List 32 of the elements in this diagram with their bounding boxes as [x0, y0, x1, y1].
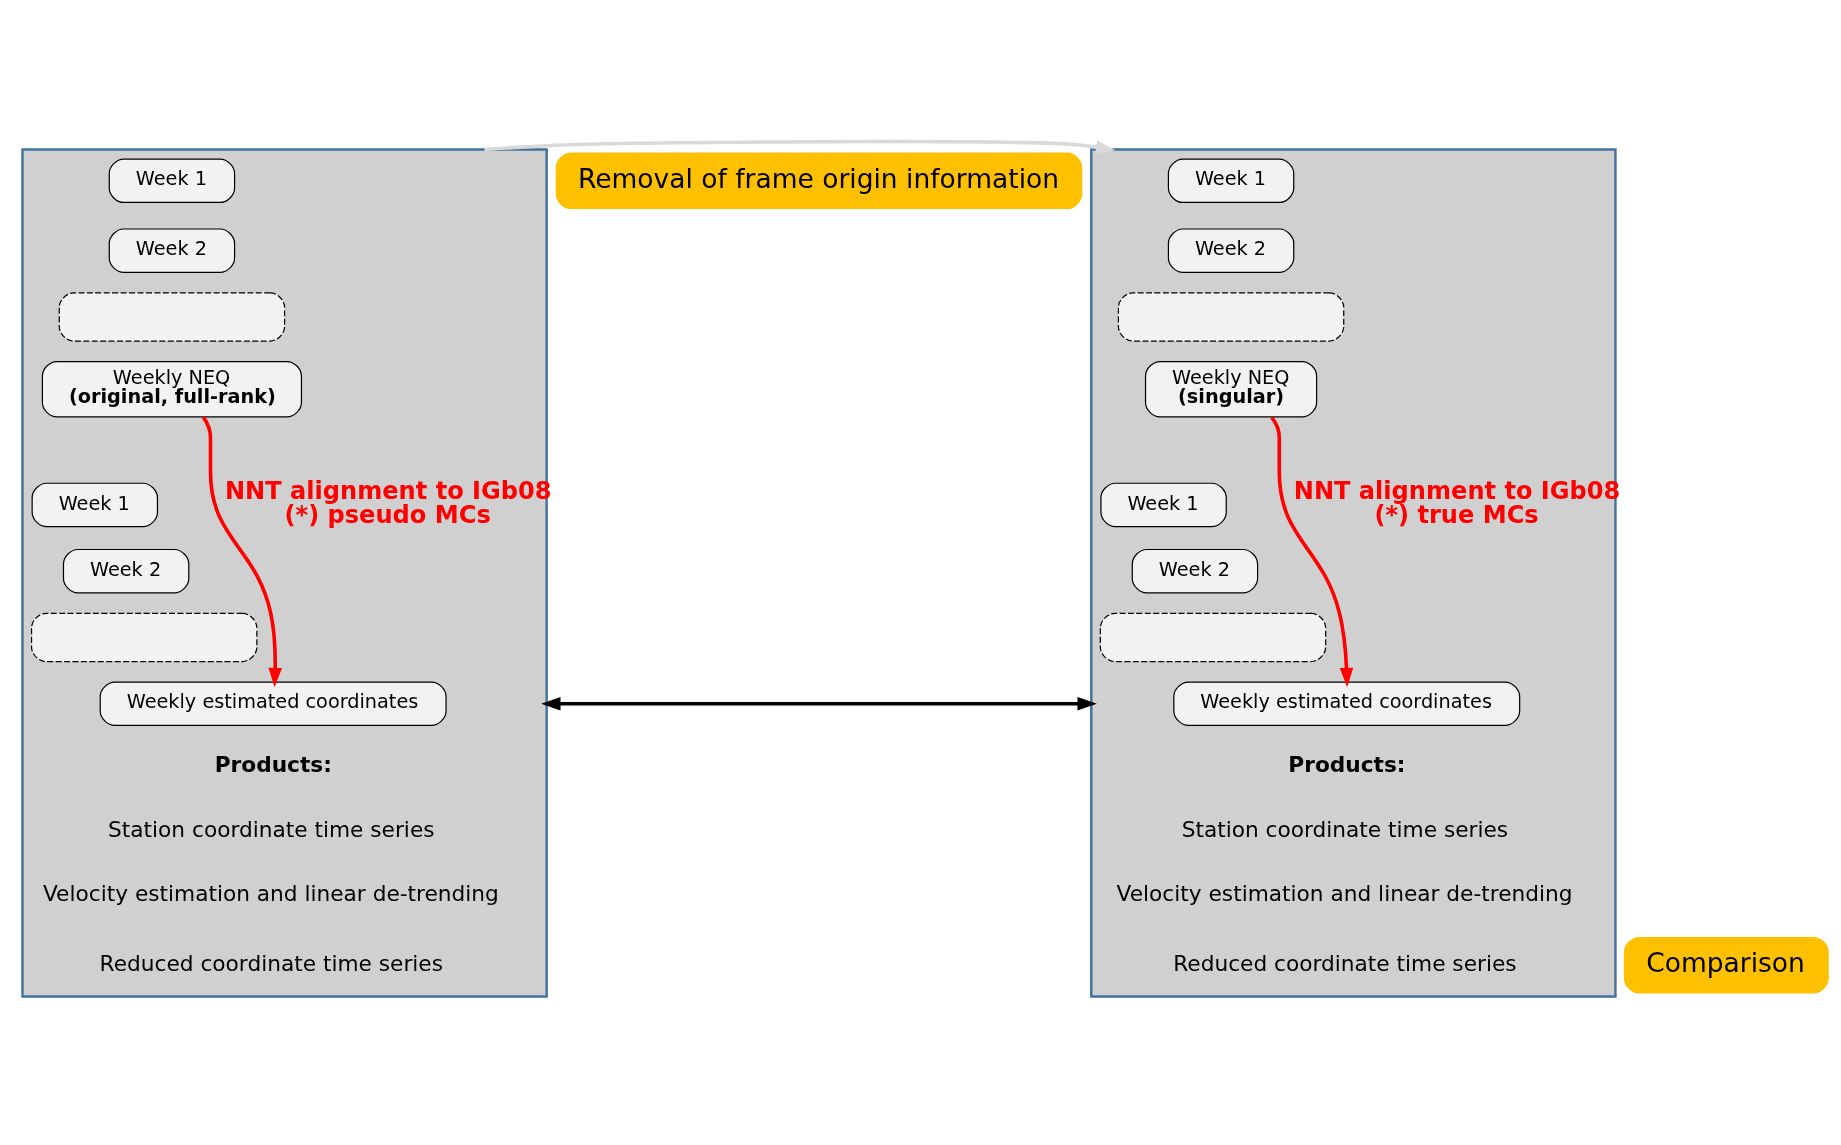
node-box: Week 1	[108, 158, 236, 203]
label: Products:	[1288, 751, 1406, 777]
node-box	[1099, 612, 1327, 662]
node-box: Week 2	[1131, 548, 1259, 593]
node-box	[1117, 291, 1345, 342]
arrow	[1270, 415, 1354, 687]
label: Velocity estimation and linear de-trending	[42, 880, 499, 906]
node-box: Week 1	[31, 482, 159, 527]
node-box: Week 1	[1100, 482, 1227, 527]
label: Station coordinate time series	[108, 816, 435, 842]
node-box: Weekly estimated coordinates	[1173, 680, 1521, 726]
arrow	[484, 139, 1116, 154]
node-box: Weekly NEQ (singular)	[1144, 360, 1318, 418]
node-box: Week 2	[1167, 227, 1295, 273]
label: Station coordinate time series	[1181, 816, 1509, 842]
cluster	[1090, 147, 1617, 998]
node-box: Week 2	[108, 227, 236, 273]
arrow	[541, 696, 1097, 710]
label: Reduced coordinate time series	[1173, 950, 1517, 976]
node-box: Comparison	[1623, 936, 1829, 994]
label: Products:	[214, 751, 332, 777]
label: Velocity estimation and linear de-trending	[1116, 880, 1573, 906]
node-box: Week 2	[62, 548, 190, 593]
node-box	[58, 291, 286, 342]
label: Reduced coordinate time series	[99, 950, 443, 976]
cluster	[21, 147, 548, 998]
node-box	[30, 612, 258, 662]
node-box: Removal of frame origin information	[555, 151, 1083, 209]
arrow	[201, 415, 282, 687]
node-box: Week 1	[1167, 158, 1295, 203]
node-box: Weekly NEQ (original, full-rank)	[41, 360, 303, 418]
node-box: Weekly estimated coordinates	[99, 680, 447, 726]
